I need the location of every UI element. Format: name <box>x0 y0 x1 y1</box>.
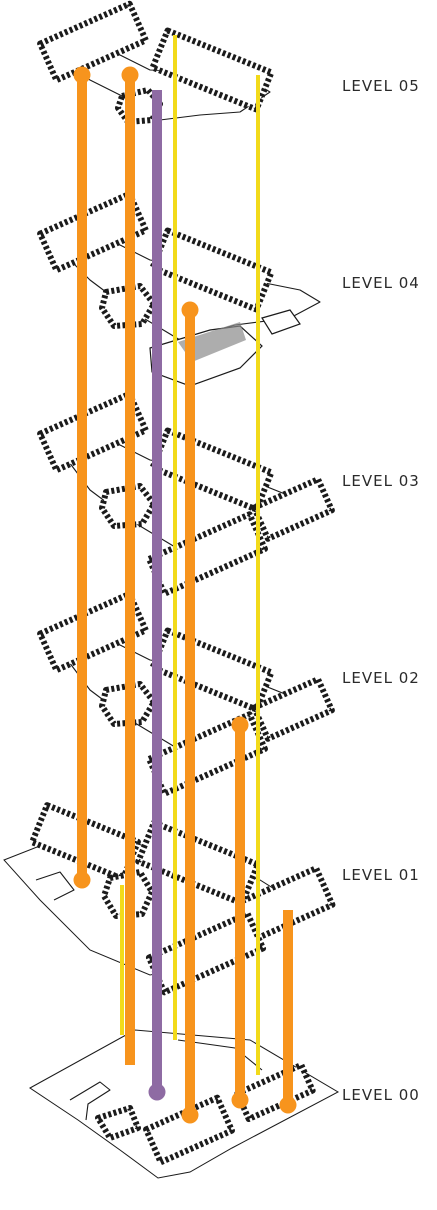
orange-shaft-5-bottom-node <box>279 1096 297 1114</box>
orange-shaft-1-bottom-node <box>73 871 91 889</box>
level-02-label: LEVEL 02 <box>342 669 420 687</box>
vertical-connectors <box>73 35 297 1124</box>
level-01-label: LEVEL 01 <box>342 866 420 884</box>
orange-shaft-1-top-node <box>73 66 91 84</box>
orange-shaft-3-bottom-node <box>181 1106 199 1124</box>
purple-shaft-1-bottom-node <box>148 1083 166 1101</box>
level-03-label: LEVEL 03 <box>342 472 420 490</box>
orange-shaft-3-top-node <box>181 301 199 319</box>
level-00-label: LEVEL 00 <box>342 1086 420 1104</box>
orange-shaft-4-bottom-node <box>231 1091 249 1109</box>
level-05-label: LEVEL 05 <box>342 77 420 95</box>
level-04-plan <box>37 190 321 387</box>
level-05-plan <box>37 0 275 125</box>
level-04-label: LEVEL 04 <box>342 274 420 292</box>
orange-shaft-2-top-node <box>121 66 139 84</box>
orange-shaft-4-top-node <box>231 716 249 734</box>
